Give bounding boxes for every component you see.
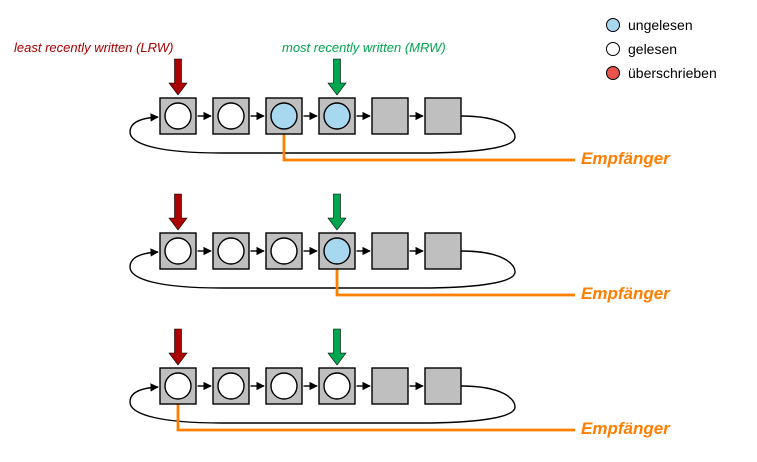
- receiver-connector: [282, 134, 575, 162]
- cell-slot-read: [164, 237, 192, 265]
- legend: ungelesen gelesen überschrieben: [606, 17, 717, 81]
- cell-slot-read: [270, 372, 298, 400]
- cell-slot-read: [164, 372, 192, 400]
- legend-label-read: gelesen: [628, 41, 678, 57]
- mrw-label: most recently written (MRW): [282, 40, 446, 55]
- overwritten-legend-dot: [606, 66, 620, 80]
- ring-loop-arrow: [129, 383, 516, 424]
- lrw-pointer-arrow: [168, 193, 188, 231]
- mrw-pointer-arrow: [327, 193, 347, 231]
- legend-item-read: gelesen: [606, 41, 717, 57]
- receiver-connector: [176, 404, 575, 432]
- lrw-pointer-arrow: [168, 58, 188, 96]
- cell-slot-unread: [323, 102, 351, 130]
- ring-loop-arrow: [129, 248, 516, 289]
- buffer-cell: [371, 367, 409, 405]
- cell-slot-read: [217, 237, 245, 265]
- ring-loop-arrow: [129, 113, 516, 154]
- receiver-label: Empfänger: [581, 284, 670, 303]
- buffer-cell: [424, 367, 462, 405]
- read-legend-dot: [606, 42, 620, 56]
- receiver-label: Empfänger: [581, 419, 670, 438]
- unread-legend-dot: [606, 18, 620, 32]
- cell-slot-read: [217, 102, 245, 130]
- cell-slot-read: [270, 237, 298, 265]
- legend-label-unread: ungelesen: [628, 17, 693, 33]
- buffer-cell: [424, 232, 462, 270]
- buffer-cell: [424, 97, 462, 135]
- legend-item-unread: ungelesen: [606, 17, 717, 33]
- mrw-pointer-arrow: [327, 328, 347, 366]
- lrw-pointer-arrow: [168, 328, 188, 366]
- receiver-label: Empfänger: [581, 149, 670, 168]
- buffer-cell: [371, 97, 409, 135]
- receiver-connector: [335, 269, 575, 297]
- cell-slot-unread: [323, 237, 351, 265]
- cell-slot-read: [164, 102, 192, 130]
- legend-item-overwritten: überschrieben: [606, 65, 717, 81]
- cell-slot-read: [217, 372, 245, 400]
- mrw-pointer-arrow: [327, 58, 347, 96]
- legend-label-overwritten: überschrieben: [628, 65, 717, 81]
- cell-slot-unread: [270, 102, 298, 130]
- lrw-label: least recently written (LRW): [14, 40, 174, 55]
- buffer-cell: [371, 232, 409, 270]
- cell-slot-read: [323, 372, 351, 400]
